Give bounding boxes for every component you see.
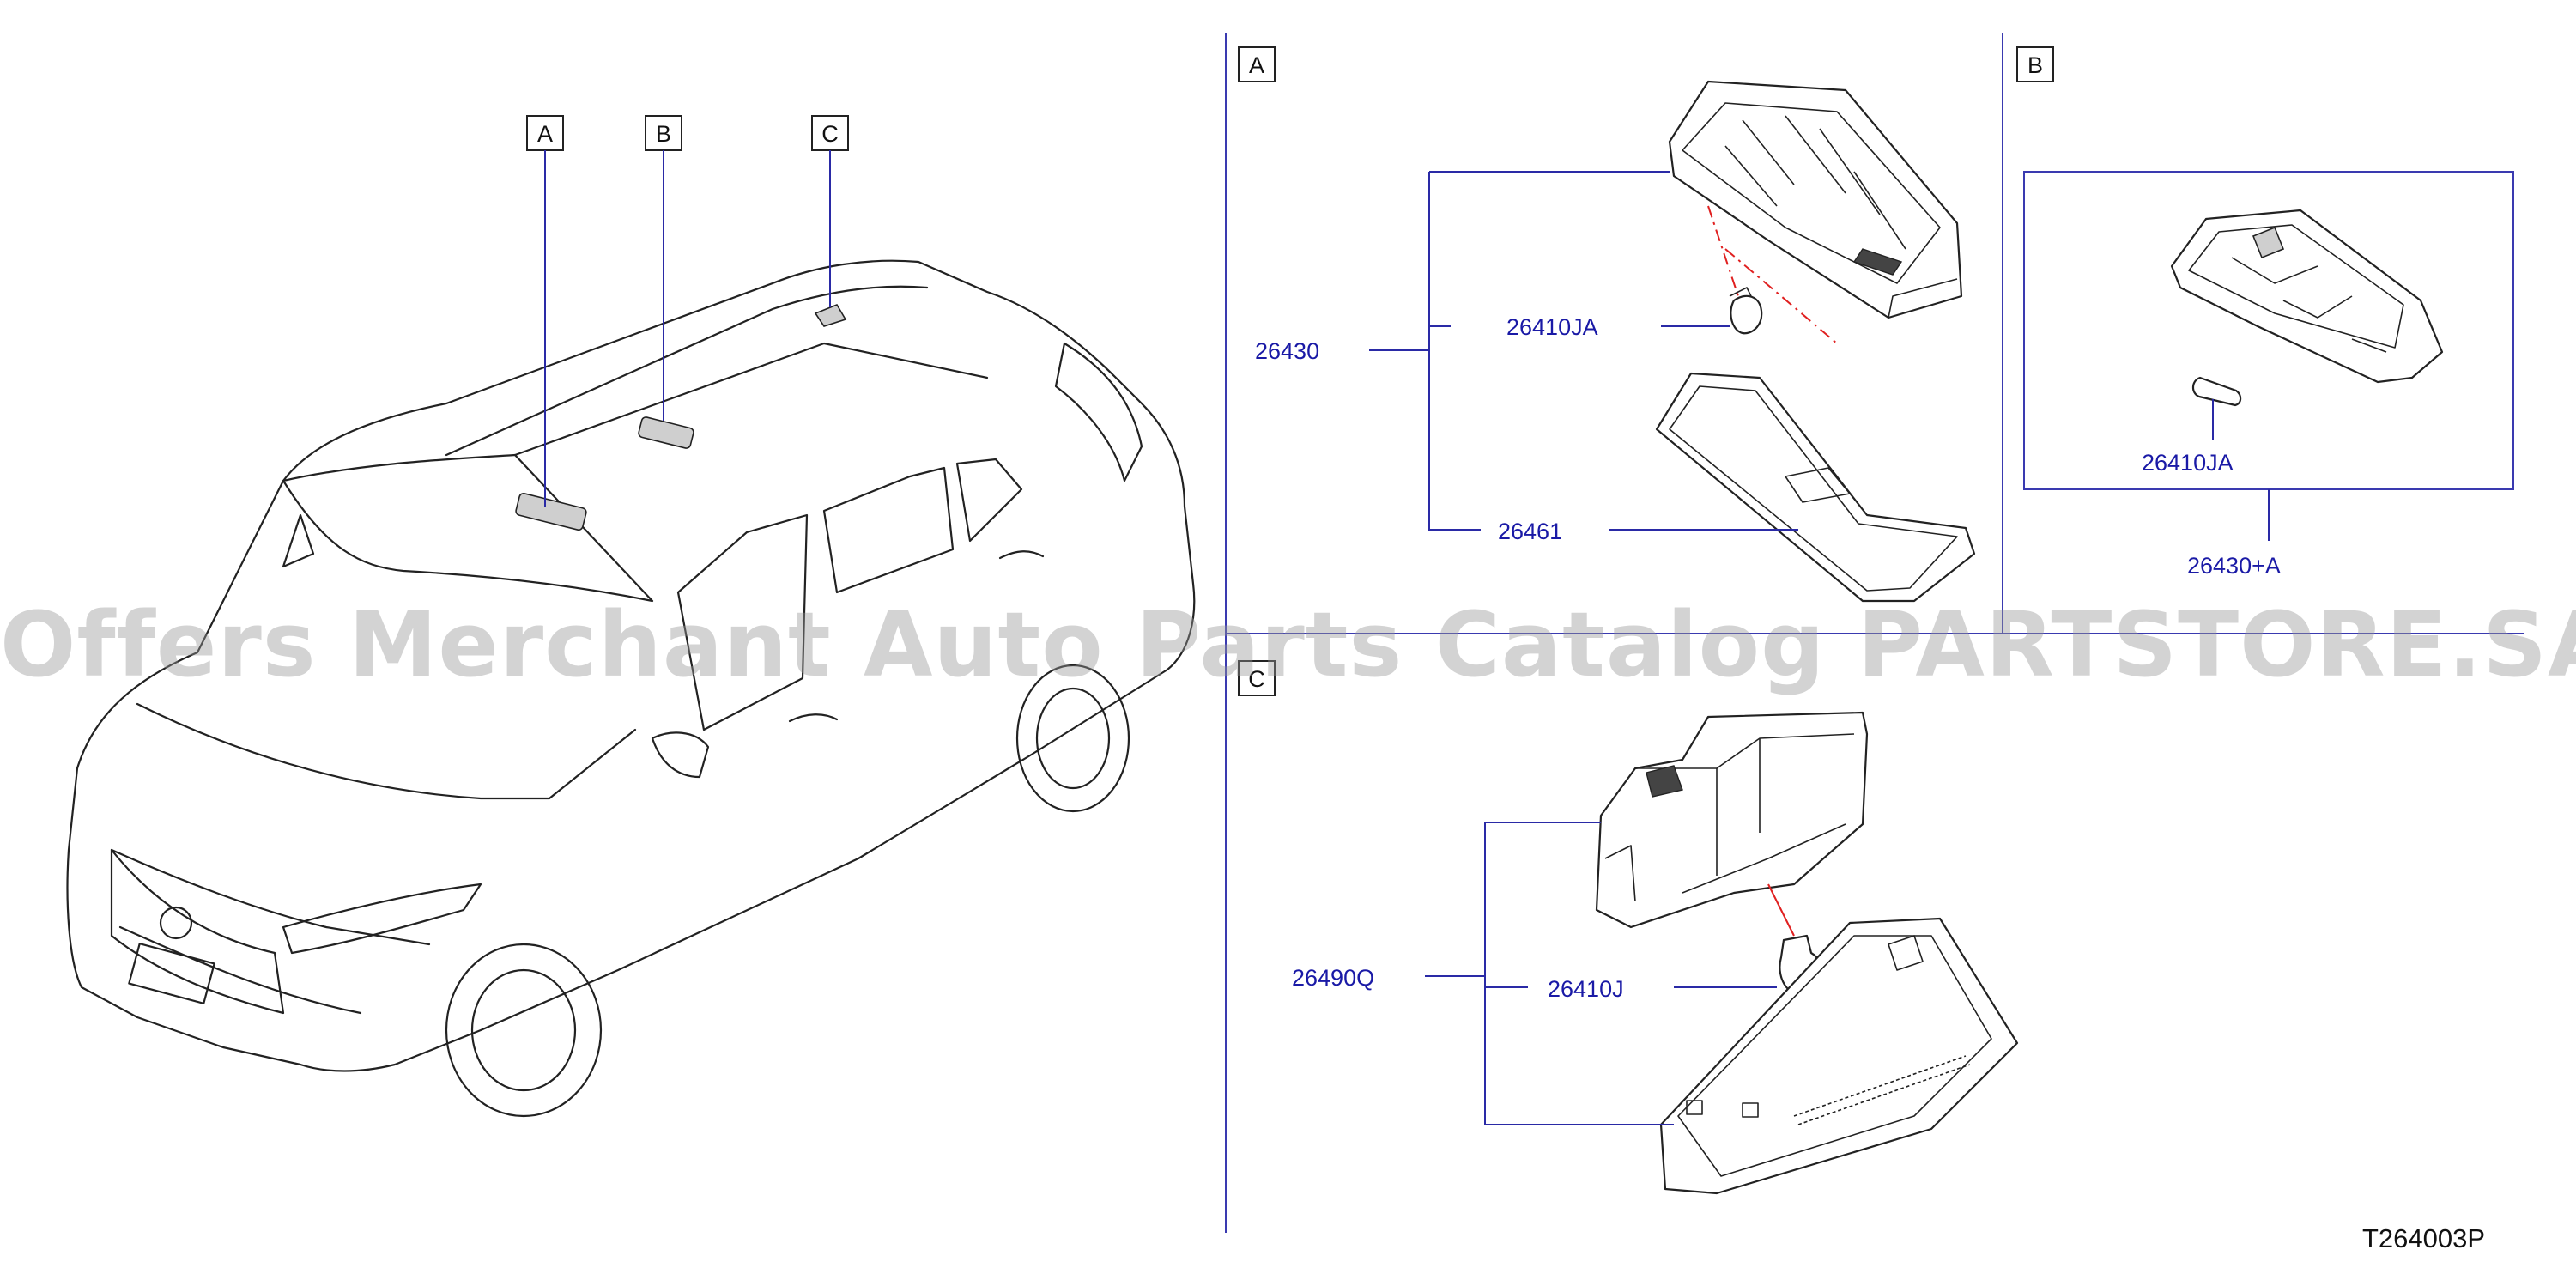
section-b-label: B	[2027, 52, 2043, 78]
luggage-lamp-lens	[1659, 917, 2019, 1195]
section-a: A 26430 26410JA 26461	[1238, 46, 1976, 603]
part-number-26461[interactable]: 26461	[1498, 519, 1562, 544]
panel-dividers	[1225, 33, 2524, 1233]
part-number-26410ja-b[interactable]: 26410JA	[2142, 450, 2234, 476]
section-b: B 26410JA 26430+A	[2016, 46, 2514, 579]
room-lamp-housing	[2170, 209, 2444, 384]
section-a-label: A	[1249, 52, 1264, 78]
part-number-26410ja-a[interactable]: 26410JA	[1506, 314, 1598, 340]
vehicle-illustration	[66, 259, 1196, 1118]
bulb-26410ja-a	[1729, 287, 1763, 335]
callout-a-label: A	[537, 121, 553, 147]
section-c: C 26490Q 26410J	[1238, 660, 2019, 1195]
callout-b[interactable]: B	[645, 115, 682, 421]
callout-c-label: C	[821, 121, 839, 147]
lens-26461	[1655, 372, 1976, 603]
callout-c[interactable]: C	[811, 115, 849, 307]
part-number-26430[interactable]: 26430	[1255, 338, 1319, 364]
diagram-code: T264003P	[2362, 1223, 2485, 1253]
luggage-lamp-housing	[1595, 711, 1869, 929]
part-number-26490q[interactable]: 26490Q	[1292, 965, 1374, 991]
bulb-26410ja-b	[2191, 376, 2242, 407]
callout-b-label: B	[656, 121, 671, 147]
map-lamp-housing	[1668, 80, 1963, 319]
section-c-label: C	[1248, 666, 1265, 692]
part-number-26410j[interactable]: 26410J	[1548, 976, 1624, 1002]
part-number-26430a[interactable]: 26430+A	[2187, 553, 2281, 579]
callout-a[interactable]: A	[526, 115, 564, 507]
